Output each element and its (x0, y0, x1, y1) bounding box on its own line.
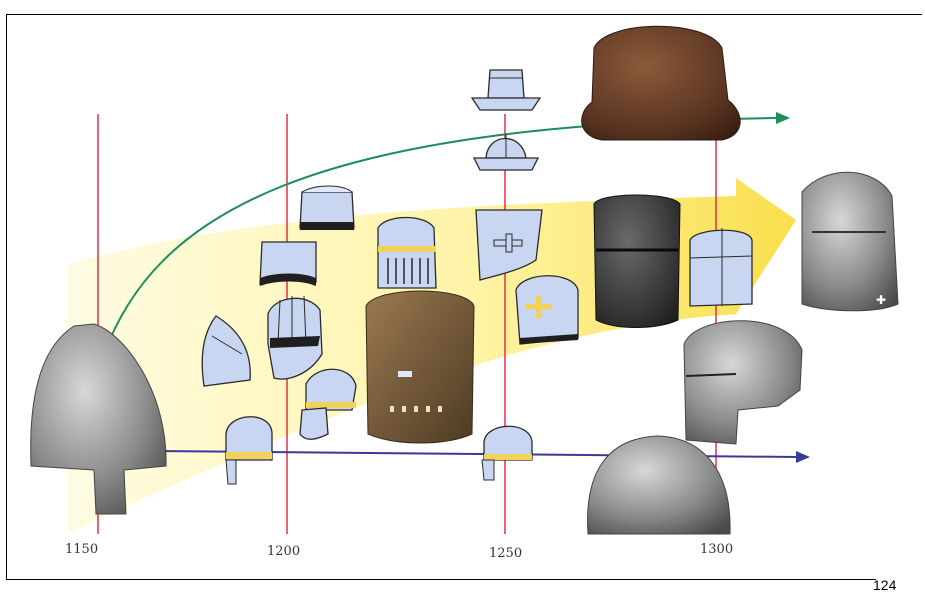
bronze-great-helm-photo-icon (366, 291, 474, 443)
cervelliere-1250-icon (482, 426, 532, 480)
cervelliere-icon (226, 417, 272, 484)
round-faceguard-helmet-icon (300, 369, 356, 439)
dark-great-helm-photo-icon (594, 195, 680, 328)
blue-arrowhead (796, 451, 810, 463)
year-label-1250: 1250 (489, 546, 522, 561)
helmet-evolution-diagram: ✚ (6, 14, 922, 580)
round-cervelliere-photo-icon (588, 436, 731, 534)
rusted-kettle-hat-photo-icon (582, 26, 740, 140)
pot-helm-icon (300, 186, 354, 230)
flat-great-helm-icon (690, 228, 752, 306)
year-label-1200: 1200 (267, 544, 300, 559)
brimmed-kettle-hat-icon (474, 134, 538, 170)
kettle-hat-icon (472, 70, 540, 110)
year-label-1300: 1300 (700, 542, 733, 557)
page-number: 124 (873, 577, 896, 593)
sugarloaf-helm-photo-icon: ✚ (802, 172, 898, 311)
diagram-frame: ✚ (6, 14, 922, 580)
green-arrowhead (776, 112, 790, 124)
year-label-1150: 1150 (65, 542, 98, 557)
flat-top-helmet-icon (260, 242, 316, 286)
bascinet-photo-icon (684, 321, 802, 444)
barred-great-helm-icon (378, 218, 436, 289)
svg-text:✚: ✚ (876, 293, 886, 307)
cross-face-helm-icon (516, 276, 578, 344)
